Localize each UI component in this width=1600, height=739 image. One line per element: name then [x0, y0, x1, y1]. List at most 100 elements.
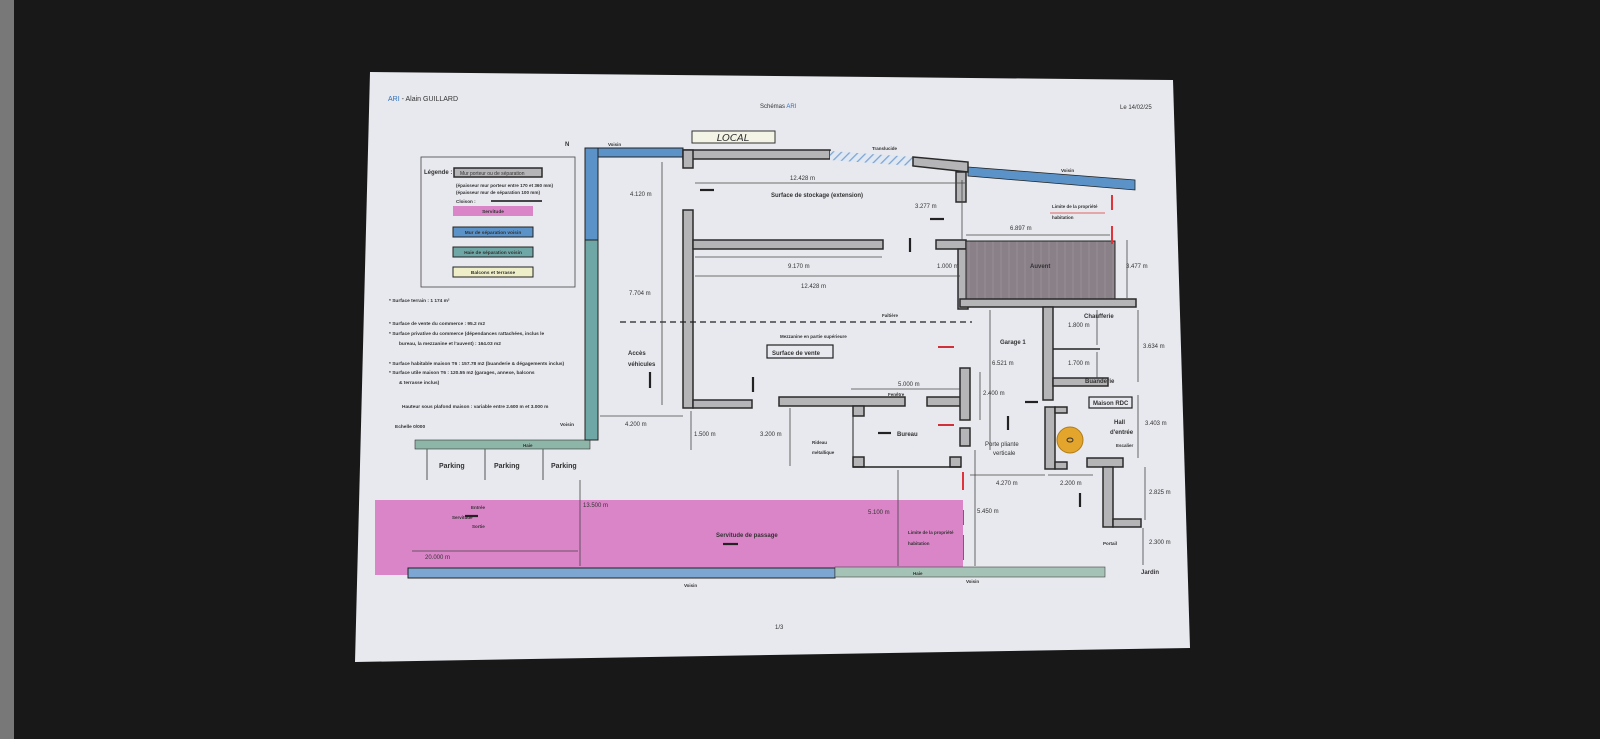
legend-note: (épaisseur mur de séparation 100 mm)	[456, 190, 540, 195]
svg-text:4.270 m: 4.270 m	[996, 481, 1018, 487]
page-number: 1/3	[775, 625, 784, 631]
voisin-label: Voisin	[560, 422, 574, 428]
table-edge	[0, 0, 14, 739]
legend: Légende : Mur porteur ou de séparation (…	[420, 156, 576, 288]
svg-text:* Surface terrain : 1 174 m²: * Surface terrain : 1 174 m²	[389, 298, 450, 304]
legend-hedge: Haie de séparation voisin	[464, 250, 522, 256]
svg-text:& terrasse inclus): & terrasse inclus)	[399, 380, 440, 386]
neighbor-walls	[584, 147, 1136, 441]
room-labels: Surface de stockage (extension) Auvent F…	[452, 193, 1159, 576]
svg-text:2.300 m: 2.300 m	[1149, 540, 1171, 546]
svg-text:2.200 m: 2.200 m	[1060, 481, 1082, 487]
scale-label: Echelle 0/000	[395, 424, 425, 430]
hall-label: Hall	[1114, 420, 1125, 426]
local-label-box	[691, 130, 776, 144]
local-label: LOCAL	[717, 133, 750, 144]
svg-text:1.700 m: 1.700 m	[1068, 361, 1090, 367]
bottom-hedge	[834, 566, 1106, 578]
staircase-core	[1066, 437, 1074, 443]
office-label: Bureau	[897, 432, 918, 438]
north-arrow: N	[565, 142, 569, 148]
legend-balcony: Balcons et terrasse	[471, 270, 516, 276]
legend-wall-label: Mur porteur ou de séparation	[460, 171, 525, 177]
svg-text:5.450 m: 5.450 m	[977, 509, 999, 515]
window-label: Fenêtre	[888, 392, 905, 397]
svg-text:12.428 m: 12.428 m	[790, 176, 815, 182]
parking-label: Parking	[439, 463, 465, 470]
svg-text:Hauteur sous plafond maison :: Hauteur sous plafond maison : variable e…	[402, 404, 548, 410]
svg-text:3.200 m: 3.200 m	[760, 432, 782, 438]
auvent-label: Auvent	[1030, 264, 1050, 270]
ridge-label: Faîtière	[882, 313, 899, 318]
limit-label: Limite de la propriété	[1052, 204, 1098, 209]
shutter-label: Rideau	[812, 440, 827, 445]
svg-text:1.800 m: 1.800 m	[1068, 323, 1090, 329]
door-label: verticale	[993, 451, 1016, 457]
svg-text:13.500 m: 13.500 m	[583, 503, 608, 509]
header-author: ARI - Alain GUILLARD	[388, 96, 458, 103]
building-walls	[620, 149, 1142, 528]
voisin-label: Voisin	[1061, 168, 1074, 173]
svg-text:4.120 m: 4.120 m	[630, 192, 652, 198]
svg-text:4.200 m: 4.200 m	[625, 422, 647, 428]
parking-label: Parking	[551, 463, 577, 470]
header-date: Le 14/02/25	[1120, 105, 1152, 111]
svg-text:2.825 m: 2.825 m	[1149, 490, 1171, 496]
legend-easement: Servitude	[482, 209, 504, 215]
header-title: Schémas ARI	[760, 104, 797, 110]
surface-notes: * Surface terrain : 1 174 m² * Surface d…	[389, 298, 574, 430]
svg-text:20.000 m: 20.000 m	[425, 555, 450, 561]
access-label: Accès	[628, 351, 646, 357]
garden-label: Jardin	[1141, 570, 1159, 576]
svg-text:* Surface de vente du commerce: * Surface de vente du commerce : 95.2 m2	[389, 321, 485, 327]
svg-text:2.400 m: 2.400 m	[983, 391, 1005, 397]
direction-arrows	[465, 188, 1082, 546]
bottom-neighbor-wall	[407, 567, 836, 579]
legend-note: (épaisseur mur porteur entre 170 et 360 …	[456, 183, 553, 188]
house-label: Maison RDC	[1093, 401, 1129, 407]
svg-text:6.897 m: 6.897 m	[1010, 226, 1032, 232]
auvent-area	[965, 240, 1116, 300]
shutter-label: métallique	[812, 450, 835, 455]
svg-text:12.428 m: 12.428 m	[801, 284, 826, 290]
dimension-labels: 12.428 m 4.120 m 3.277 m 6.897 m 9.170 m…	[425, 176, 1171, 561]
easement-label: Servitude	[452, 515, 473, 520]
svg-text:3.403 m: 3.403 m	[1145, 421, 1167, 427]
haie-label: Haie	[523, 443, 533, 448]
passage-label: Servitude de passage	[716, 533, 778, 539]
boiler-room-label: Chaufferie	[1084, 314, 1114, 320]
svg-text:3.277 m: 3.277 m	[915, 204, 937, 210]
door-label: Porte pliante	[985, 442, 1019, 448]
translucide-label: Translucide	[872, 146, 898, 151]
svg-text:3.634 m: 3.634 m	[1143, 344, 1165, 350]
svg-text:* Surface habitable maison T6: * Surface habitable maison T6 : 157.78 m…	[389, 361, 565, 367]
access-label: véhicules	[628, 362, 656, 368]
parking-area: Haie Parking Parking Parking	[414, 439, 591, 480]
svg-text:3.477 m: 3.477 m	[1126, 264, 1148, 270]
limit-label: Limite de la propriété	[908, 530, 954, 535]
legend-neighbor-wall: Mur de séparation voisin	[465, 230, 522, 236]
stair-label: Escalier	[1116, 443, 1134, 448]
limit-label: habitation	[1052, 215, 1074, 220]
storage-label: Surface de stockage (extension)	[771, 193, 863, 199]
svg-text:9.170 m: 9.170 m	[788, 264, 810, 270]
parking-label: Parking	[494, 463, 520, 470]
svg-text:6.521 m: 6.521 m	[992, 361, 1014, 367]
voisin-label: Voisin	[966, 579, 979, 584]
sales-area-label: Surface de vente	[772, 351, 821, 357]
legend-partition-label: Cloison :	[456, 199, 476, 204]
laundry-label: Buanderie	[1085, 379, 1115, 385]
entry-label: Entrée	[471, 505, 486, 510]
legend-title: Légende :	[424, 170, 452, 176]
svg-text:1.500 m: 1.500 m	[694, 432, 716, 438]
svg-text:5.000 m: 5.000 m	[898, 382, 920, 388]
legend-swatch-wall	[453, 167, 543, 178]
svg-text:* Surface utile maison T6 : 12: * Surface utile maison T6 : 120.55 m2 (g…	[389, 370, 535, 376]
easement-area	[375, 500, 963, 575]
exit-label: Sortie	[472, 524, 485, 529]
door-arrows	[938, 346, 954, 426]
svg-text:bureau, la mezzanine et l'auve: bureau, la mezzanine et l'auvent) : 164.…	[399, 341, 501, 347]
svg-text:5.100 m: 5.100 m	[868, 510, 890, 516]
haie-label: Haie	[913, 571, 923, 576]
bottom-boundary	[407, 566, 1106, 579]
